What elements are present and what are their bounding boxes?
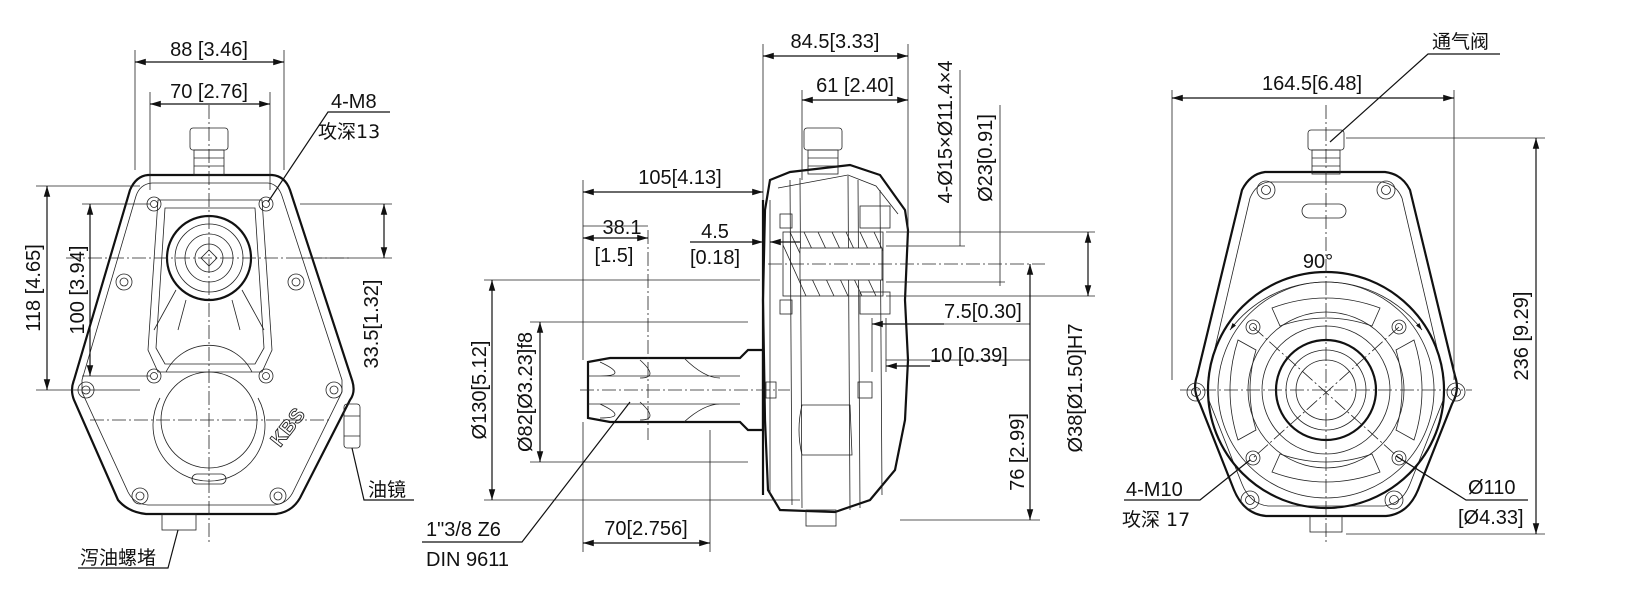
dim-spline-length-in: [1.5] (595, 245, 634, 267)
rear-view: 90° 164.5[6.48] 236 [9.29] 通气阀 4-M10 攻深 … (1122, 31, 1545, 545)
dim-width: 164.5[6.48] (1262, 73, 1362, 95)
dim-shaft-length: 70[2.756] (604, 518, 687, 540)
dim-height: 236 [9.29] (1511, 292, 1533, 381)
dim-center-offset: 33.5[1.32] (361, 280, 383, 369)
callout-thread: 4-M8 (331, 91, 377, 113)
dim-spline-length: 38.1 (603, 217, 642, 239)
dim-bore-holes: 4-Ø15×Ø11.4×4 (935, 60, 957, 203)
label-spline-standard: DIN 9611 (426, 549, 509, 571)
label-sight-glass: 油镜 (368, 479, 406, 501)
callout-thread-depth-17: 攻深 17 (1122, 509, 1190, 531)
callout-thread-m10: 4-M10 (1126, 479, 1183, 501)
dim-pcd: Ø110 (1468, 477, 1515, 499)
label-spline-spec: 1"3/8 Z6 (426, 519, 501, 541)
dim-7-5: 7.5[0.30] (944, 301, 1022, 323)
dim-pilot-dia: Ø82[Ø3.23]f8 (515, 332, 537, 452)
label-breather: 通气阀 (1432, 31, 1489, 53)
logo: KBS (267, 404, 310, 451)
dim-height-outer: 118 [4.65] (23, 244, 45, 331)
dim-shaft-to-flange: 105[4.13] (638, 167, 721, 189)
dim-bore-dia: Ø23[0.91] (975, 114, 997, 202)
dim-flange-length: 61 [2.40] (816, 75, 894, 97)
label-drain-plug: 泻油螺堵 (80, 547, 156, 569)
callout-thread-depth: 攻深13 (318, 121, 380, 143)
side-view: 84.5[3.33] 61 [2.40] 4-Ø15×Ø11.4×4 Ø23[0… (422, 31, 1095, 571)
dim-76: 76 [2.99] (1007, 413, 1029, 491)
dim-height-bolt: 100 [3.94] (67, 246, 89, 335)
dim-flange-dia: Ø130[5.12] (469, 341, 491, 440)
dim-width-outer: 88 [3.46] (170, 39, 248, 61)
dim-10: 10 [0.39] (930, 345, 1008, 367)
dim-width-bolt: 70 [2.76] (170, 81, 248, 103)
dim-flange-thickness: 4.5 (701, 221, 729, 243)
dim-body-length: 84.5[3.33] (791, 31, 880, 53)
front-view: KBS 88 [3.46] 70 [2.76] 118 [4.65] 100 [… (23, 39, 414, 569)
dim-angle: 90° (1303, 251, 1333, 273)
dim-bore-h7: Ø38[Ø1.50]H7 (1065, 324, 1087, 453)
dim-flange-thickness-in: [0.18] (690, 247, 740, 269)
dim-pcd-in: [Ø4.33] (1458, 507, 1524, 529)
